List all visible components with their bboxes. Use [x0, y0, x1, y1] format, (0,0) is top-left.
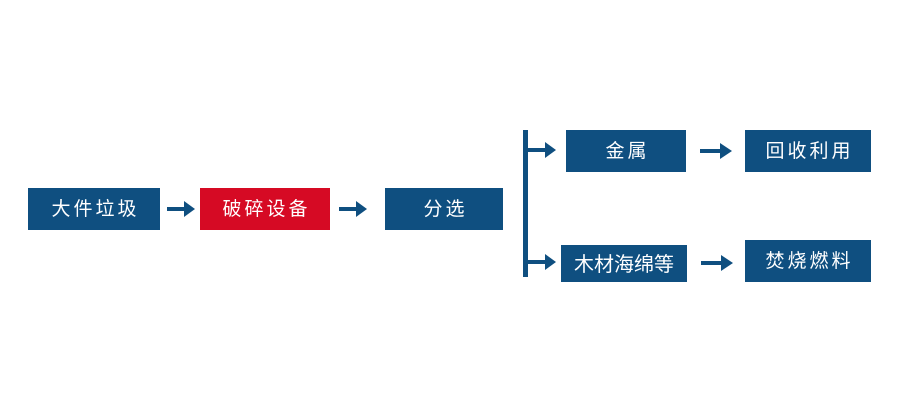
node-crushing-equipment[interactable]: 破碎设备 — [200, 188, 330, 230]
node-recycling-reuse-label: 回收利用 — [765, 139, 854, 162]
node-metal[interactable]: 金属 — [566, 130, 686, 172]
arrow-right-icon — [699, 250, 735, 276]
arrow-right-icon — [338, 196, 368, 222]
node-incineration-fuel-label: 焚烧燃料 — [765, 249, 854, 272]
arrow-right-icon — [166, 196, 196, 222]
node-bulky-waste[interactable]: 大件垃圾 — [28, 188, 160, 230]
arrow-right-icon — [698, 138, 734, 164]
node-incineration-fuel[interactable]: 焚烧燃料 — [745, 240, 871, 282]
node-wood-sponge-etc[interactable]: 木材海绵等 — [561, 245, 687, 282]
node-crushing-equipment-label: 破碎设备 — [222, 197, 311, 220]
node-metal-label: 金属 — [605, 139, 650, 162]
node-wood-sponge-etc-label: 木材海绵等 — [574, 251, 674, 276]
node-recycling-reuse[interactable]: 回收利用 — [745, 130, 871, 172]
node-sorting[interactable]: 分选 — [385, 188, 503, 230]
branch-split-icon — [518, 126, 564, 278]
node-bulky-waste-label: 大件垃圾 — [51, 197, 140, 220]
node-sorting-label: 分选 — [423, 197, 468, 220]
